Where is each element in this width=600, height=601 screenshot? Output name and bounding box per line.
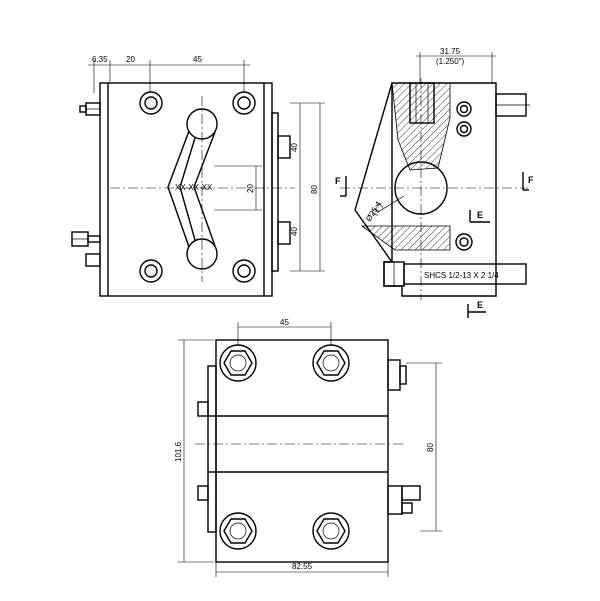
dim-101-6: 101.6 [174,441,183,462]
section-marker-f-right: F [522,172,534,191]
dim-20-top: 20 [126,55,135,64]
dim-6-35: 6.35 [92,55,108,64]
section-marker-f-left: F [335,176,347,197]
dim-80-bottom: 80 [426,443,435,452]
dim-45-top: 45 [193,55,202,64]
top-view: 45 101.6 80 82.55 [174,318,442,577]
svg-text:F: F [335,176,341,186]
svg-text:F: F [528,175,534,185]
dim-40-upper: 40 [290,143,299,152]
dim-80-front: 80 [310,185,319,194]
dim-82-55: 82.55 [292,562,313,571]
section-marker-e-lower: E [467,300,486,318]
section-view: SHCS 1/2-13 X 2 1/4 Ø25.4 (1") 31.75 (1.… [335,47,534,318]
front-view-side-plate [271,112,279,272]
front-bolt-tl [139,91,163,115]
section-marker-e-upper: E [469,210,490,223]
dim-40-lower: 40 [290,227,299,236]
svg-text:E: E [477,300,483,310]
front-bolt-br [232,259,256,283]
top-view-nipple-lower [387,485,421,515]
grease-nipple-lower [71,231,101,267]
top-view-body [215,339,389,563]
dim-45-bottom: 45 [280,318,289,327]
dim-31-75: 31.75 [440,47,461,56]
top-bolt-br [312,512,350,550]
dim-1-250: (1.250") [436,57,465,66]
section-screw [383,261,527,287]
top-bolt-bl [219,512,257,550]
svg-text:E: E [477,210,483,220]
top-bolt-tr [312,344,350,382]
grease-nipple-upper [79,102,101,116]
v-slot [167,108,218,270]
front-bolt-tr [232,91,256,115]
front-bolt-bl [139,259,163,283]
section-small-holes [456,101,472,137]
top-bolt-tl [219,344,257,382]
slot-marks: XX-XX-XX [175,183,213,192]
front-view: XX-XX-XX 6.35 20 45 40 40 80 20 [71,55,325,297]
top-view-nipple-upper [387,359,407,391]
screw-label: SHCS 1/2-13 X 2 1/4 [424,271,499,280]
dim-20-slot: 20 [246,184,255,193]
